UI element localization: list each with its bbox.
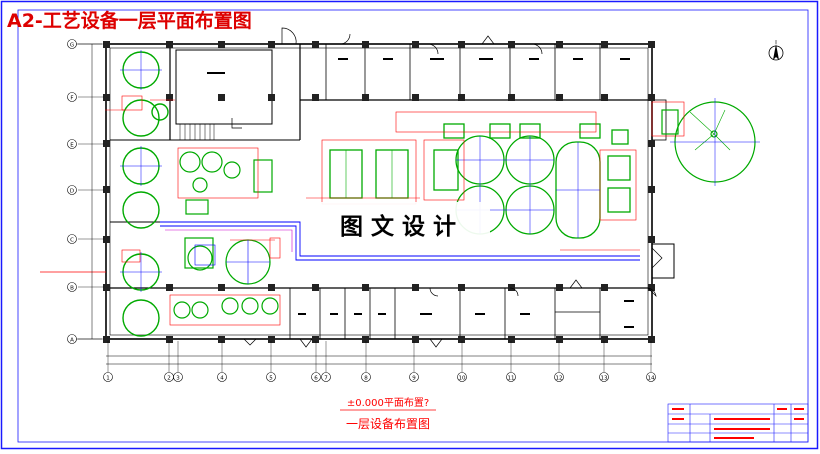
tank-group-left [122,51,169,337]
watermark-text: 图 文 设 计 [340,213,456,240]
column-axis-7: 7 [321,372,331,382]
column-axis-4-label: 4 [220,376,224,382]
watermark-overlay: 图 文 设 计 [306,202,490,246]
row-axis-G: G [67,39,77,49]
column-axis-14: 14 [646,372,656,382]
column-axis-13: 13 [599,372,609,382]
column-axis-13-label: 13 [601,376,608,382]
column-axis-5: 5 [266,372,276,382]
column-axis-8-label: 8 [364,376,368,382]
row-axis-F-label: F [70,96,73,102]
column-axis-5-label: 5 [269,376,273,382]
column-axis-12: 12 [554,372,564,382]
row-axis-F: F [67,92,77,102]
row-axis-A: A [67,334,77,344]
corridor-lines [160,221,640,261]
row-axis-labels: A B C D E F G [67,39,104,344]
row-axis-B: B [67,282,77,292]
large-tank-centerlines [670,98,760,186]
row-axis-D-label: D [70,189,74,195]
stairs [179,123,215,141]
inner-frame [17,9,809,443]
column-axis-1: 1 [103,372,113,382]
title-block [667,403,809,443]
red-piping-left [40,95,175,273]
row-axis-C-label: C [70,238,74,244]
tank-group-middle [173,151,279,319]
column-axis-8: 8 [361,372,371,382]
column-axis-11-label: 11 [508,376,515,382]
column-axis-3-label: 3 [176,376,180,382]
column-axis-12-label: 12 [556,376,563,382]
column-axis-6-label: 6 [314,376,318,382]
row-axis-E-label: E [70,143,74,149]
column-axis-2: 2 [164,372,174,382]
row-axis-G-label: G [70,43,74,49]
column-axis-3: 3 [173,372,183,382]
red-piping-center [306,111,640,251]
red-piping-right [651,101,685,137]
plan-name-caption: 一层设备布置图 [346,417,430,431]
row-axis-B-label: B [70,286,74,292]
row-axis-A-label: A [70,338,74,344]
column-axis-10: 10 [457,372,467,382]
red-piping-middle [169,147,281,326]
corridor-magenta [165,229,293,252]
column-axis-1-label: 1 [106,376,110,382]
room-label-marks [207,58,634,328]
tank-centerlines [120,50,162,292]
column-axis-4: 4 [217,372,227,382]
column-axis-11: 11 [506,372,516,382]
column-axis-2-label: 2 [167,376,171,382]
dimension-lines [76,43,652,365]
row-axis-C: C [67,234,77,244]
structural-columns [103,41,655,343]
column-axis-10-label: 10 [459,376,466,382]
doors [231,27,663,348]
column-axis-9-label: 9 [412,376,416,382]
column-axis-14-label: 14 [648,376,655,382]
blue-equipment-middle [194,240,270,284]
column-axis-6: 6 [311,372,321,382]
drawing-title: A2-工艺设备一层平面布置图 [7,9,252,32]
north-arrow-icon [768,40,784,61]
row-axis-E: E [67,139,77,149]
title-block-marks [672,408,804,439]
column-axis-9: 9 [409,372,419,382]
column-axis-7-label: 7 [324,376,328,382]
row-axis-D: D [67,185,77,195]
elevation-caption: ±0.000平面布置? [347,397,429,409]
